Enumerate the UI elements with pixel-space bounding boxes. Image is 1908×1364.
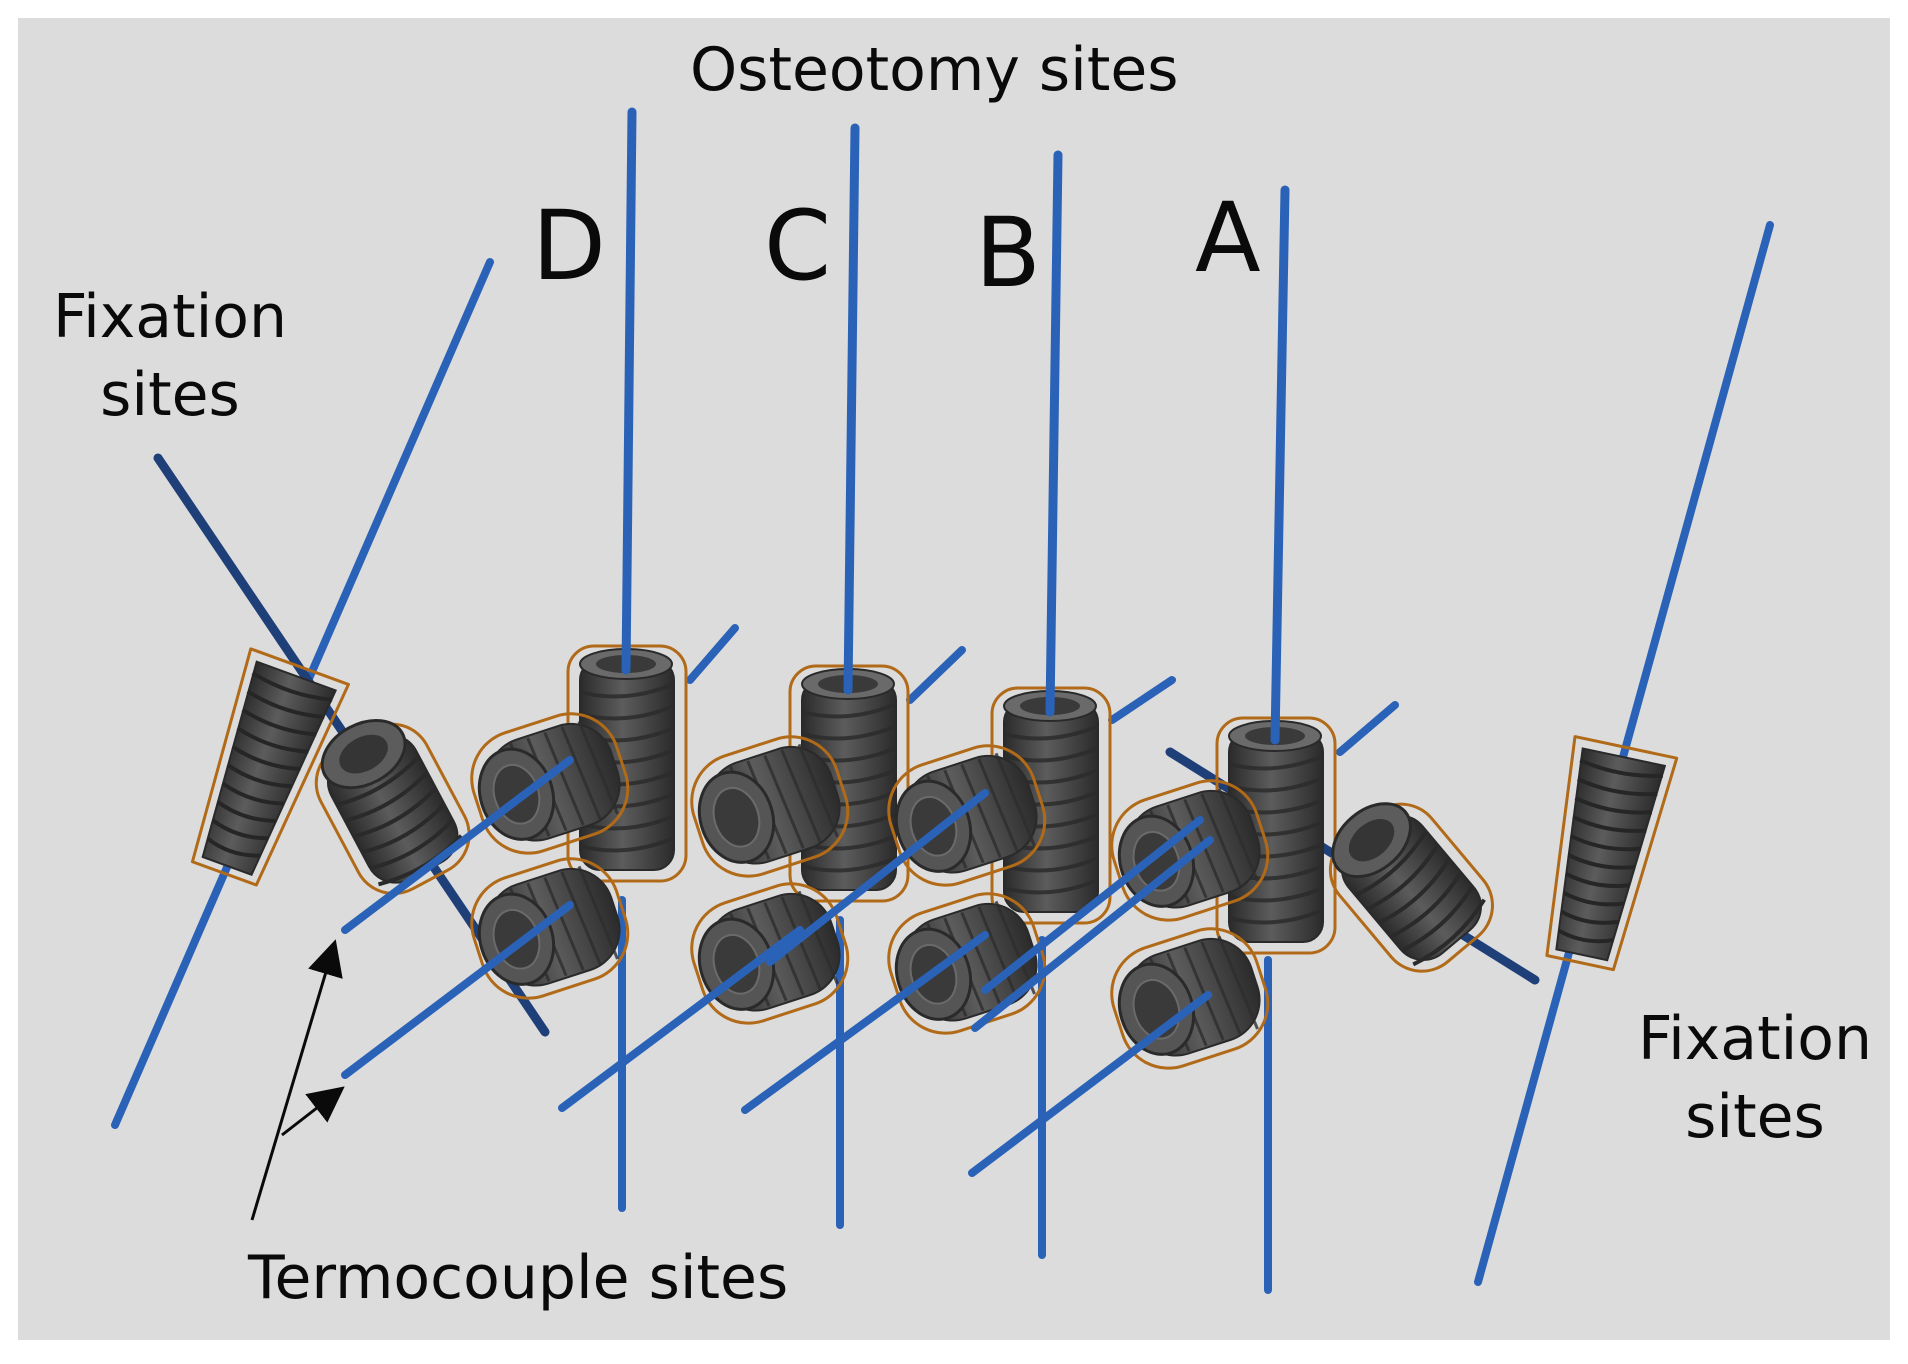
fixation-rod-right-long [1474, 221, 1774, 1286]
vertical-implant-b [990, 686, 1112, 925]
fixation-implant-left-tilted [314, 718, 471, 896]
osteotomy-rods-lower [618, 896, 1272, 1294]
osteotomy-rods-upper [621, 107, 1290, 745]
horizontal-implant-c-top [690, 735, 850, 878]
horizontal-implant-b-top [887, 744, 1047, 887]
fixation-right-line2: sites [1685, 1082, 1825, 1152]
fixation-implant-right-tilted [1328, 802, 1494, 973]
fixation-left-line1: Fixation [52, 282, 288, 352]
osteotomy-sites-label: Osteotomy sites [690, 35, 1179, 105]
fixation-implant-right [1545, 735, 1679, 972]
fixation-implant-left [190, 647, 350, 887]
thermocouple-rods-back [686, 624, 1399, 756]
thermocouple-rods [341, 756, 1214, 1177]
fixation-left-line2: sites [100, 360, 240, 430]
fixation-implants [190, 647, 1679, 973]
horizontal-implant-a-bottom [1110, 927, 1270, 1070]
site-letter-c: C [764, 190, 832, 302]
site-letter-d: D [532, 190, 606, 302]
thermocouple-sites-label: Termocouple sites [248, 1243, 789, 1313]
arrow-upper [250, 939, 343, 1221]
fixation-sites-label-right: Fixation sites [1615, 1000, 1895, 1156]
fixation-sites-label-left: Fixation sites [30, 278, 310, 434]
arrow-lower [281, 1086, 345, 1137]
thermocouple-arrows [250, 939, 345, 1221]
site-letter-a: A [1195, 182, 1261, 294]
site-letter-b: B [975, 197, 1041, 309]
fixation-right-line1: Fixation [1637, 1004, 1873, 1074]
